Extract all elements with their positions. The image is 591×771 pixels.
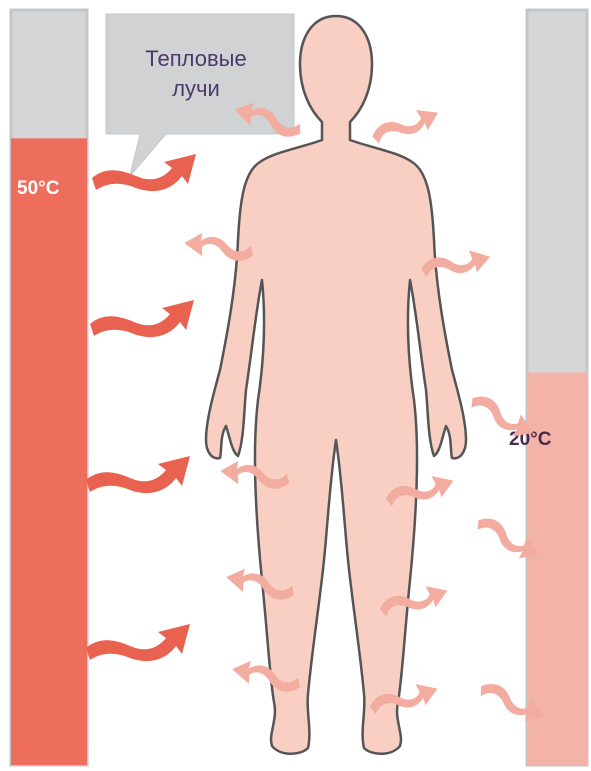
callout-line-1: Тепловые [145,46,246,71]
incoming-heat-arrow-icon [90,300,194,337]
left-column-fill [11,138,87,765]
right-temperature-column: 20°C [509,10,587,765]
left-temperature-column: 50°C [11,10,87,765]
incoming-heat-arrows [86,154,196,661]
heat-rays-callout: Тепловые лучи [106,14,294,176]
left-temperature-label: 50°C [17,178,60,199]
outgoing-heat-arrow-icon [369,103,443,149]
incoming-heat-arrow-icon [86,456,190,493]
incoming-heat-arrow-icon [86,624,190,661]
callout-line-2: лучи [172,76,220,101]
